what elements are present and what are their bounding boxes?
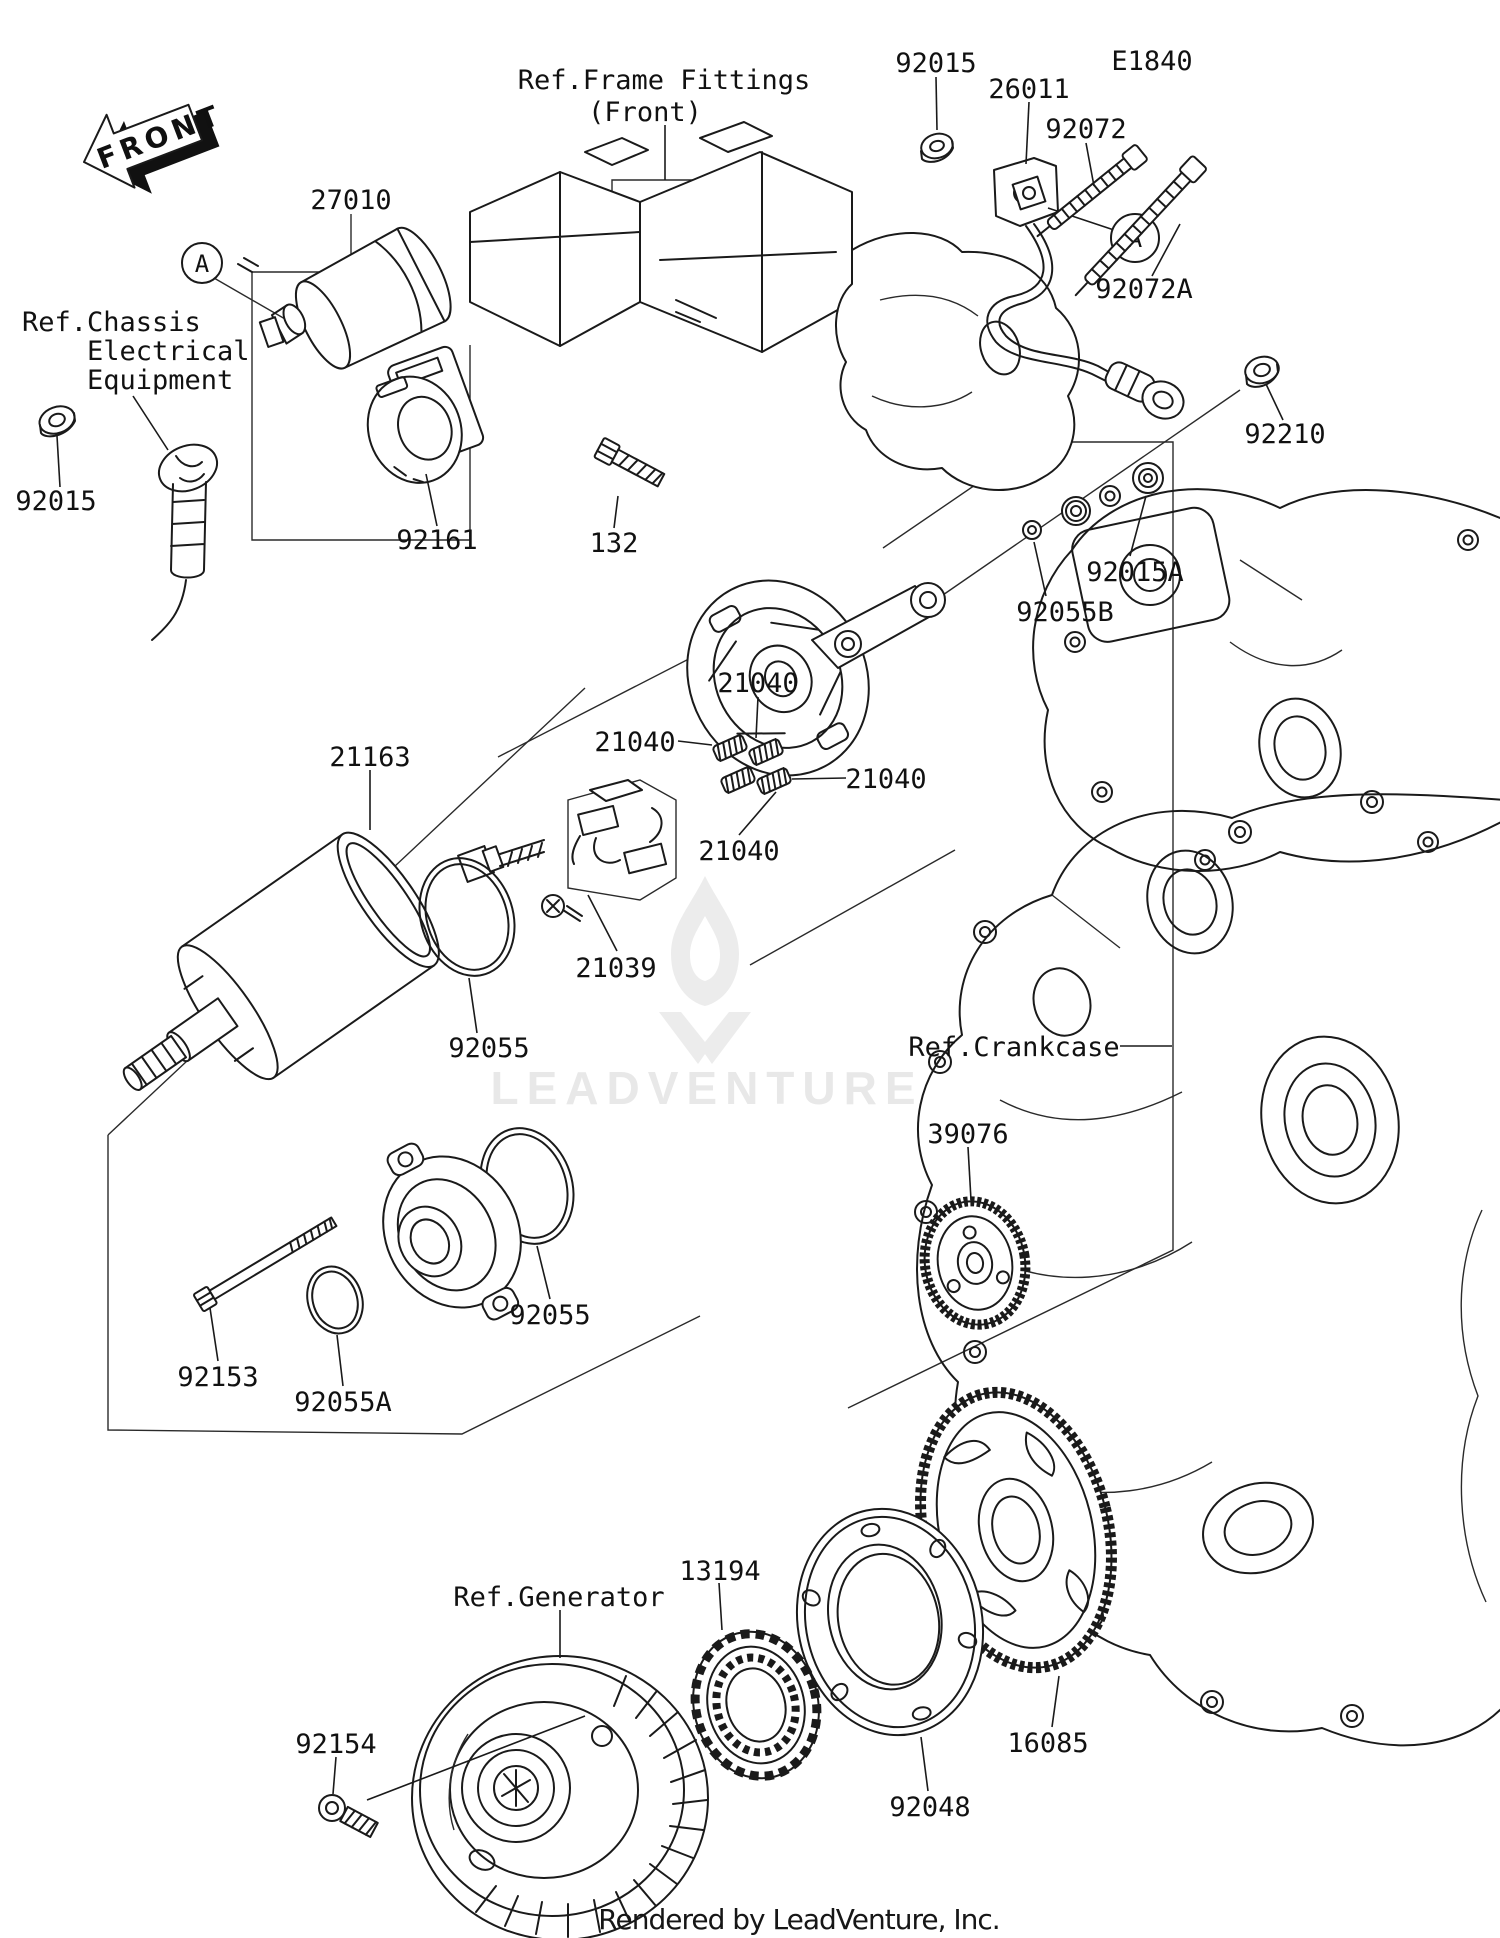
part-label-92210: 92210 xyxy=(1244,419,1325,450)
cable-clamp-26011-drawing xyxy=(993,157,1059,227)
o-ring-92055a-drawing xyxy=(306,1265,364,1335)
part-label-21040-bottom: 21040 xyxy=(698,836,779,867)
part-label-92072: 92072 xyxy=(1045,114,1126,145)
part-label-92153: 92153 xyxy=(177,1362,258,1393)
screw-92154-drawing xyxy=(318,1794,379,1839)
part-label-92154: 92154 xyxy=(295,1729,376,1760)
v-icon xyxy=(659,1012,751,1064)
frame-casting-drawing xyxy=(835,232,1080,491)
crankcase-upper-drawing xyxy=(1032,488,1500,872)
ref-generator-label: Ref.Generator xyxy=(453,1582,664,1613)
cable-tie-92072-drawing xyxy=(1036,144,1148,238)
part-label-21163: 21163 xyxy=(329,742,410,773)
starter-solenoid-drawing xyxy=(237,226,452,370)
part-label-92055-lower: 92055 xyxy=(509,1300,590,1331)
part-label-21040-left: 21040 xyxy=(594,727,675,758)
part-label-92055-upper: 92055 xyxy=(448,1033,529,1064)
o-ring-92055-upper-drawing xyxy=(418,857,516,977)
cable-tie-92072a-drawing xyxy=(1074,155,1207,297)
plate-92048-drawing xyxy=(795,1507,985,1737)
part-label-26011: 26011 xyxy=(988,74,1069,105)
part-label-92048: 92048 xyxy=(889,1792,970,1823)
ref-frame-fittings-label: Ref.Frame Fittings xyxy=(518,65,811,96)
battery-cable-drawing xyxy=(986,223,1185,420)
part-label-21040-right: 21040 xyxy=(845,764,926,795)
watermark-text: LEADVENTURE xyxy=(490,1062,923,1114)
nut-92015-left-drawing xyxy=(38,405,76,438)
starter-end-cover-drawing xyxy=(686,579,946,777)
part-label-92072a: 92072A xyxy=(1095,274,1193,305)
callout-a-left: A xyxy=(181,242,223,284)
ref-chassis-label-2: Electrical xyxy=(87,336,250,367)
washer-stack-drawing xyxy=(1022,462,1164,540)
ref-chassis-label-1: Ref.Chassis xyxy=(22,307,201,338)
generator-flywheel-drawing xyxy=(411,1655,709,1938)
bolt-92153-drawing xyxy=(193,1216,338,1312)
crankcase-main-drawing xyxy=(914,790,1500,1747)
part-labels: E1840 92015 26011 92072 92072A 92210 Ref… xyxy=(15,46,1325,1823)
part-label-92015-top: 92015 xyxy=(895,48,976,79)
terminal-bolt-drawing xyxy=(457,839,545,883)
chassis-plug-drawing xyxy=(151,443,219,641)
footer-credit: Rendered by LeadVenture, Inc. xyxy=(598,1903,999,1936)
solenoid-boot-92161-drawing xyxy=(366,345,485,484)
leader-lines xyxy=(56,76,1284,1801)
idle-gear-39076-drawing xyxy=(919,1196,1031,1330)
diagram-code-label: E1840 xyxy=(1111,46,1192,77)
starter-motor-body-drawing xyxy=(122,831,440,1091)
starter-front-cover-drawing xyxy=(382,1142,522,1321)
part-label-16085: 16085 xyxy=(1007,1728,1088,1759)
brush-screw-drawing xyxy=(541,894,583,922)
ref-chassis-label-3: Equipment xyxy=(87,365,233,396)
front-direction-arrow: FRONT xyxy=(83,98,227,194)
part-label-13194: 13194 xyxy=(679,1556,760,1587)
part-label-27010: 27010 xyxy=(310,185,391,216)
leadventure-watermark-logo: LEADVENTURE xyxy=(490,876,923,1114)
part-label-92161: 92161 xyxy=(396,525,477,556)
frame-bracket-drawing xyxy=(469,121,853,353)
bolt-132-drawing xyxy=(593,437,666,488)
one-way-clutch-13194-drawing xyxy=(690,1629,822,1781)
ref-frame-front-label: (Front) xyxy=(588,97,702,128)
part-label-92055b: 92055B xyxy=(1016,597,1114,628)
nut-92015-top-drawing xyxy=(920,132,954,163)
part-label-21039: 21039 xyxy=(575,953,656,984)
brush-holder-drawing xyxy=(567,779,677,901)
callout-a-left-text: A xyxy=(195,250,210,278)
part-label-92015-left: 92015 xyxy=(15,486,96,517)
part-label-39076: 39076 xyxy=(927,1119,1008,1150)
part-label-92055a: 92055A xyxy=(294,1387,392,1418)
part-label-92015a: 92015A xyxy=(1086,557,1184,588)
part-label-21040-top: 21040 xyxy=(717,668,798,699)
ref-crankcase-label: Ref.Crankcase xyxy=(908,1032,1119,1063)
part-label-132: 132 xyxy=(590,528,639,559)
terminal-nut-92210-drawing xyxy=(1244,355,1280,388)
